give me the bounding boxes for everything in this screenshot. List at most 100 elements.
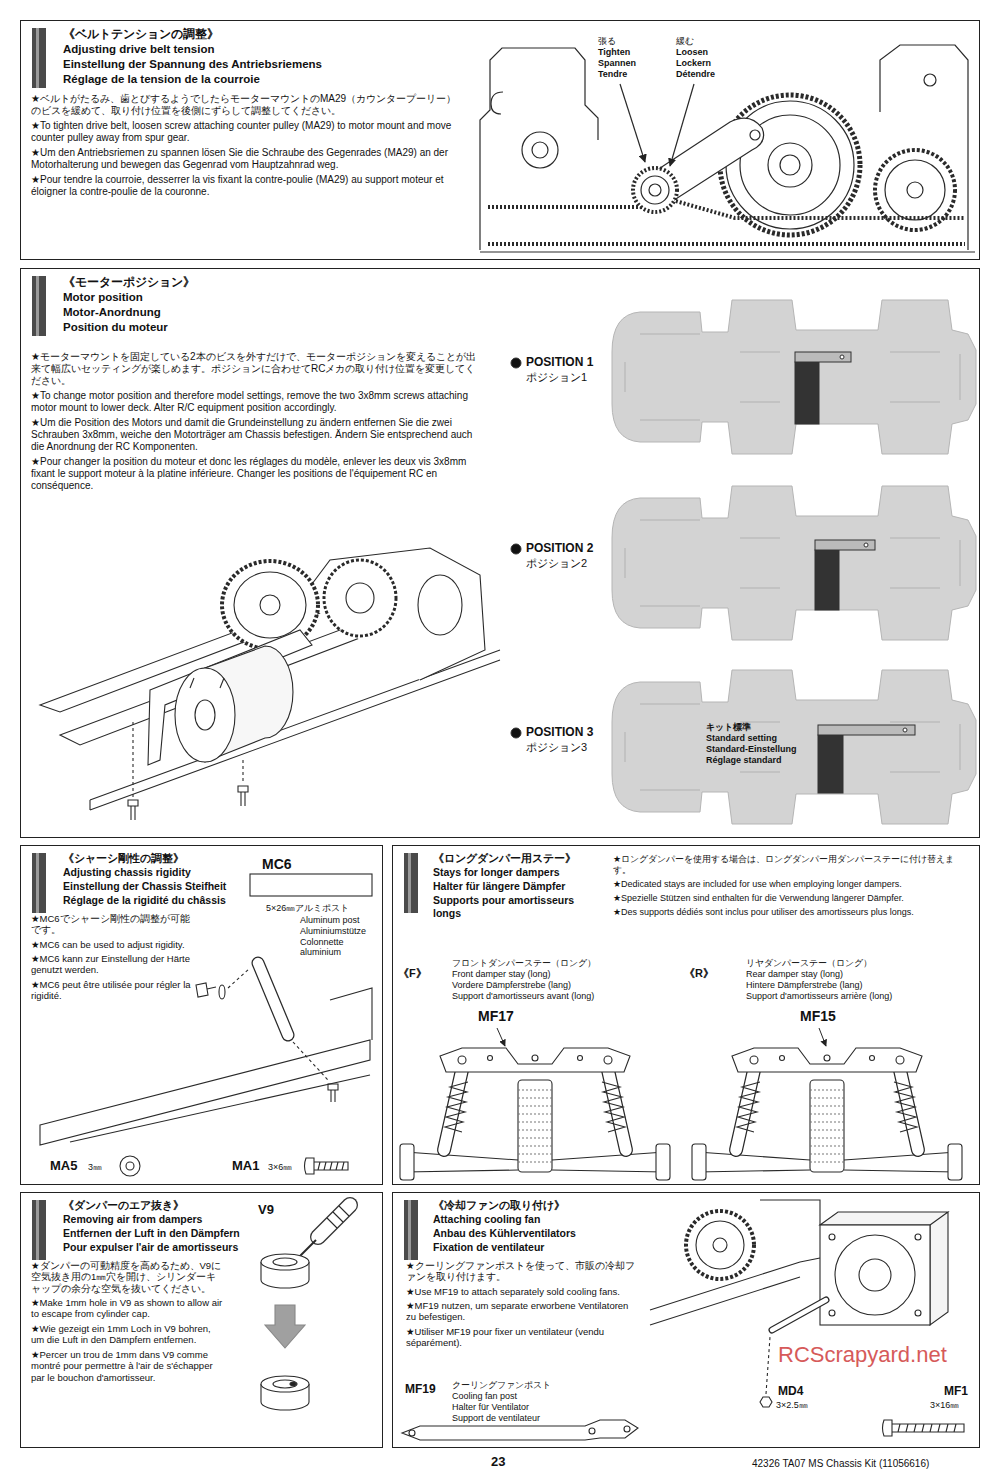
instruction-text: ★MF19 nutzen, um separate erworbene Vent…: [406, 1300, 638, 1323]
chassis-perspective: [190, 678, 224, 688]
chassis-perspective: [238, 786, 248, 806]
rigidity-illustration: [228, 968, 328, 1080]
section-heading: Fixation de ventilateur: [433, 1241, 633, 1254]
position-label: POSITION 3: [526, 726, 593, 740]
section-heading: 《シャーシ剛性の調整》: [63, 852, 245, 865]
part-number: MC6: [262, 856, 292, 872]
direction-label: Loosen: [676, 47, 708, 57]
heading-bar: [36, 28, 39, 88]
direction-label: 張る: [598, 36, 616, 46]
direction-label: 緩む: [676, 36, 694, 46]
instruction-text: ★Dedicated stays are included for use wh…: [613, 879, 969, 890]
belt-drive-illustration: [768, 143, 812, 187]
rigidity-illustration: [40, 1040, 370, 1145]
motor-position-marker: [903, 728, 907, 732]
part-description: Halter für Ventilator: [452, 1402, 529, 1412]
part-number: MF19: [405, 1383, 436, 1397]
belt-drive-illustration: [641, 176, 669, 204]
cooling-fan-illustration: [760, 1397, 772, 1407]
cooling-fan-illustration: [915, 1310, 921, 1316]
section-marker: 《F》: [398, 967, 427, 980]
cooling-fan-illustration: [624, 1426, 630, 1432]
section-heading: Halter für längere Dämpfer: [433, 880, 605, 893]
part-description: Cooling fan post: [452, 1391, 517, 1401]
belt-drive-illustration: [480, 48, 598, 250]
belt-drive-illustration: [672, 200, 965, 218]
section-heading: 《ロングダンパー用ステー》: [433, 852, 605, 865]
instruction-text: ★Des supports dédiés sont inclus pour ut…: [613, 907, 969, 918]
section-heading: Anbau des Kühlerventilators: [433, 1227, 633, 1240]
section-heading: Supports pour amortisseurs longs: [433, 894, 605, 920]
motor-position-marker: [511, 728, 521, 738]
cooling-fan-illustration: [402, 1200, 964, 1440]
shock-cap-v9: [290, 1382, 296, 1385]
position-label: ポジション3: [526, 741, 587, 754]
part-description: Colonnette aluminium: [300, 937, 375, 958]
part-description: 5×26㎜アルミポスト: [266, 903, 349, 913]
cooling-fan-illustration: [829, 1310, 835, 1316]
section-heading: Removing air from dampers: [63, 1213, 253, 1226]
cooling-fan-illustration: [766, 1337, 770, 1394]
chassis-perspective: [148, 630, 312, 765]
belt-drive-illustration: [491, 92, 503, 114]
belt-drive-illustration: [907, 182, 923, 198]
section-heading: Stays for longer dampers: [433, 866, 605, 879]
kit-reference: 42326 TA07 MS Chassis Kit (11056616): [752, 1458, 929, 1470]
section-heading: Réglage de la rigidité du châssis: [63, 894, 245, 907]
heading-bar: [32, 1200, 46, 1260]
chassis-perspective: [346, 583, 374, 613]
cooling-fan-illustration: [820, 1212, 948, 1325]
drill-illustration: [265, 1305, 305, 1348]
belt-drive-illustration: [924, 74, 936, 86]
part-description: Support d'amortisseurs arrière (long): [746, 991, 892, 1001]
section-heading: Motor position: [63, 290, 483, 304]
belt-drive-illustration: [480, 251, 975, 252]
section-panel: 《ダンパーのエア抜き》Removing air from dampersEntf…: [20, 1192, 383, 1448]
motor-position-marker: [511, 544, 521, 554]
instruction-text: ★MC6 can be used to adjust rigidity.: [31, 939, 199, 950]
direction-label: Tighten: [598, 47, 630, 57]
chassis-perspective: [40, 548, 500, 820]
cooling-fan-illustration: [686, 1211, 754, 1279]
chassis-silhouette: [612, 486, 976, 640]
belt-drive-illustration: [750, 130, 760, 140]
heading-bar: [404, 1200, 418, 1260]
drill-illustration: [327, 1206, 349, 1228]
rigidity-illustration: [70, 1075, 370, 1142]
rigidity-illustration: [330, 988, 372, 1040]
chassis-silhouette: [612, 670, 976, 824]
instruction-text: ★モーターマウントを固定している2本のビスを外すだけで、モーターポジションを変え…: [31, 351, 476, 387]
chassis-perspective: [175, 668, 235, 762]
damper-stay-assembly: [692, 1048, 962, 1180]
instruction-text: ★Use MF19 to attach separately sold cool…: [406, 1286, 638, 1297]
instruction-text: ★Utiliser MF19 pour fixer un ventilateur…: [406, 1326, 638, 1349]
belt-drive-illustration: [620, 84, 645, 162]
rigidity-illustration: [126, 1162, 134, 1170]
belt-drive-illustration: [649, 184, 661, 196]
motor-position-marker: [511, 352, 915, 793]
cooling-fan-illustration: [760, 1200, 820, 1225]
section-heading: 《冷却ファンの取り付け》: [433, 1199, 633, 1212]
position-label: ポジション2: [526, 557, 587, 570]
chassis-perspective: [234, 572, 306, 638]
part-description: Aluminum post: [300, 915, 360, 925]
part-description: リヤダンパーステー（ロング）: [746, 958, 872, 968]
part-description: Hintere Dämpferstrebe (lang): [746, 980, 863, 990]
section-heading: Adjusting chassis rigidity: [63, 866, 245, 879]
position-label: ポジション1: [526, 371, 587, 384]
setting-note: Standard setting: [706, 733, 777, 743]
direction-label: Spannen: [598, 58, 636, 68]
heading-bar: [32, 853, 46, 913]
setting-note: Réglage standard: [706, 755, 782, 765]
cooling-fan-illustration: [835, 1235, 915, 1315]
instruction-text: ★Spezielle Stützen sind enthalten für di…: [613, 893, 969, 904]
section-heading: Attaching cooling fan: [433, 1213, 633, 1226]
dimension: 3×16㎜: [930, 1400, 959, 1410]
instruction-text: ★MC6 peut être utilisée pour régler la r…: [31, 979, 199, 1002]
instruction-text: ★MC6 kann zur Einstellung der Härte genu…: [31, 953, 199, 976]
motor-position-marker: [840, 355, 844, 359]
instruction-text: ★Percer un trou de 1mm dans V9 comme mon…: [31, 1349, 223, 1383]
direction-label: Détendre: [676, 69, 715, 79]
part-description: Front damper stay (long): [452, 969, 551, 979]
rigidity-illustration: [328, 1084, 338, 1102]
